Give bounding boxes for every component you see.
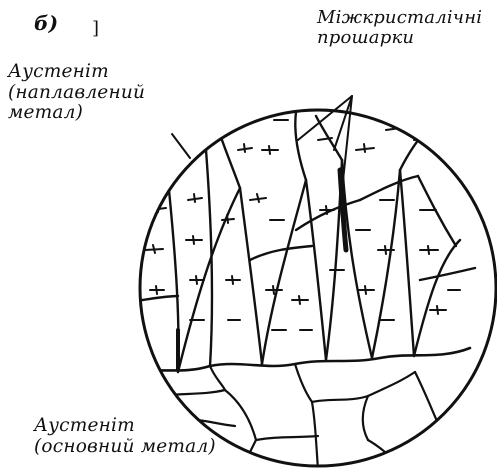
- deposited-label-line1: Аустеніт: [8, 62, 145, 83]
- base-label-line1: Аустеніт: [34, 416, 216, 437]
- panel-label: б): [34, 12, 58, 34]
- interlayers-label-line1: Міжкристалічні: [317, 8, 482, 28]
- deposited-metal-label: Аустеніт (наплавлений метал): [8, 62, 145, 124]
- base-metal-label: Аустеніт (основний метал): [34, 416, 216, 457]
- deposited-label-line3: метал): [8, 103, 145, 124]
- interlayers-label-line2: прошарки: [317, 28, 482, 48]
- panel-mark: ]: [92, 18, 99, 39]
- base-label-line2: (основний метал): [34, 437, 216, 458]
- interlayers-label: Міжкристалічні прошарки: [317, 8, 482, 48]
- deposited-label-line2: (наплавлений: [8, 83, 145, 104]
